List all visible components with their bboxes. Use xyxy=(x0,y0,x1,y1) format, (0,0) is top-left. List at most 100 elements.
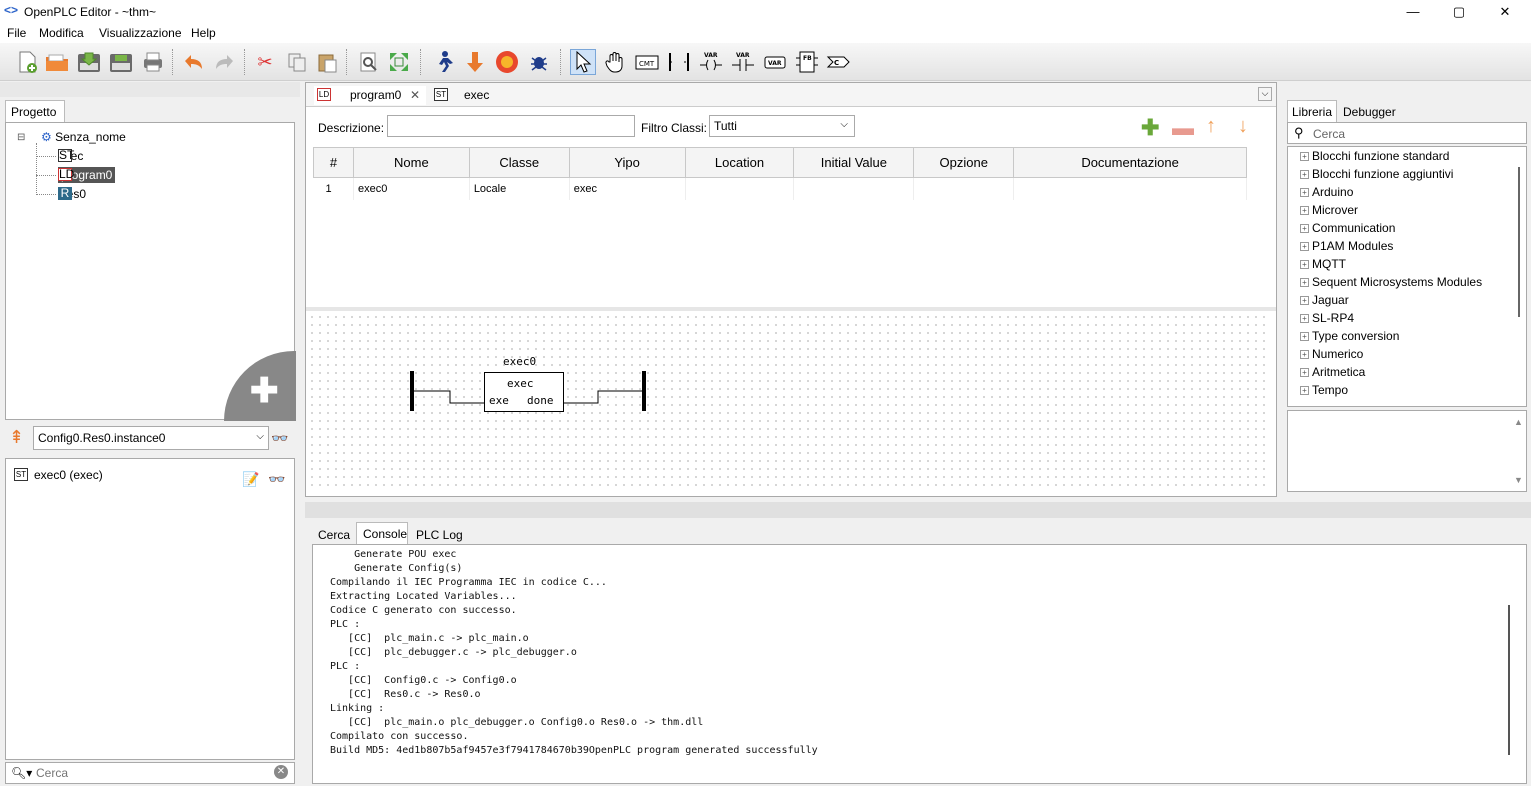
variable-coil-icon[interactable]: VAR xyxy=(698,49,724,75)
expand-icon[interactable]: + xyxy=(1300,188,1309,198)
add-element-button[interactable]: ✚ xyxy=(224,351,296,421)
search-icon[interactable]: 🔍︎▾ xyxy=(11,766,33,780)
left-power-rail[interactable] xyxy=(410,371,414,411)
table-row[interactable]: 1 exec0 Locale exec xyxy=(313,177,1247,200)
menu-file[interactable]: File xyxy=(7,26,27,40)
tab-console[interactable]: Console xyxy=(356,522,408,544)
expand-icon[interactable]: + xyxy=(1300,224,1309,234)
library-item[interactable]: +MQTT xyxy=(1300,257,1346,271)
right-power-rail[interactable] xyxy=(642,371,646,411)
minimize-button[interactable]: — xyxy=(1406,4,1420,19)
library-item[interactable]: +Aritmetica xyxy=(1300,365,1365,379)
library-search[interactable]: ⚲ Cerca xyxy=(1287,122,1527,144)
scroll-down-icon[interactable]: ▼ xyxy=(1514,475,1523,485)
tabs-dropdown-icon[interactable]: ⌵ xyxy=(1258,87,1272,101)
variable-icon[interactable]: VAR xyxy=(762,49,788,75)
library-item[interactable]: +Type conversion xyxy=(1300,329,1399,343)
function-block-icon[interactable]: FB xyxy=(794,49,820,75)
clear-search-icon[interactable]: ✕ xyxy=(274,765,288,779)
expand-icon[interactable]: + xyxy=(1300,386,1309,396)
expand-icon[interactable]: + xyxy=(1300,170,1309,180)
tab-program0[interactable]: LD program0 ✕ xyxy=(314,86,426,105)
column-header[interactable]: Nome xyxy=(352,147,470,178)
redo-icon[interactable] xyxy=(212,49,238,75)
function-block[interactable]: exec exe done xyxy=(484,372,564,412)
cut-icon[interactable]: ✂ xyxy=(257,51,273,72)
find-icon[interactable] xyxy=(356,49,382,75)
description-input[interactable] xyxy=(387,115,635,137)
tab-cerca[interactable]: Cerca xyxy=(318,528,351,542)
scroll-up-icon[interactable]: ▲ xyxy=(1514,417,1523,427)
library-item[interactable]: +Blocchi funzione aggiuntivi xyxy=(1300,167,1453,181)
library-item[interactable]: +Tempo xyxy=(1300,383,1348,397)
library-item[interactable]: +SL-RP4 xyxy=(1300,311,1354,325)
column-header[interactable]: Opzione xyxy=(913,147,1015,178)
download-icon[interactable] xyxy=(462,49,488,75)
expand-icon[interactable]: + xyxy=(1300,368,1309,378)
expand-icon[interactable]: + xyxy=(1300,242,1309,252)
tree-item-program0[interactable]: LD program0 xyxy=(58,167,116,183)
tab-exec[interactable]: ST exec xyxy=(434,88,490,102)
library-item[interactable]: +Sequent Microsystems Modules xyxy=(1300,275,1482,289)
menu-modifica[interactable]: Modifica xyxy=(39,26,84,40)
expand-icon[interactable]: + xyxy=(1300,314,1309,324)
close-button[interactable]: ✕ xyxy=(1499,4,1511,19)
expand-icon[interactable]: + xyxy=(1300,350,1309,360)
library-item[interactable]: +Microver xyxy=(1300,203,1358,217)
hand-icon[interactable] xyxy=(602,49,628,75)
debug-glasses-icon[interactable]: 👓 xyxy=(268,471,286,487)
expand-icon[interactable]: + xyxy=(1300,296,1309,306)
project-root[interactable]: ⚙ Senza_nome xyxy=(41,130,126,144)
maximize-button[interactable]: ▢ xyxy=(1452,4,1466,19)
instance-item[interactable]: exec0 (exec) xyxy=(34,468,103,482)
tree-item-res0[interactable]: R Res0 xyxy=(58,186,87,201)
library-item[interactable]: +Numerico xyxy=(1300,347,1363,361)
tab-libreria[interactable]: Libreria xyxy=(1287,100,1337,122)
move-up-button[interactable]: ↑ xyxy=(1206,115,1216,137)
fullscreen-icon[interactable] xyxy=(386,49,412,75)
copy-icon[interactable] xyxy=(284,49,310,75)
console-scrollbar[interactable] xyxy=(1508,605,1510,755)
expand-icon[interactable]: + xyxy=(1300,260,1309,270)
pointer-icon[interactable] xyxy=(570,49,596,75)
expand-icon[interactable]: + xyxy=(1300,152,1309,162)
column-header[interactable]: Initial Value xyxy=(793,147,915,178)
tree-item-exec[interactable]: ST exec xyxy=(58,149,83,163)
stop-icon[interactable] xyxy=(494,49,520,75)
expand-icon[interactable]: + xyxy=(1300,278,1309,288)
remove-variable-button[interactable]: ▬ xyxy=(1172,115,1194,140)
library-item[interactable]: +Blocchi funzione standard xyxy=(1300,149,1449,163)
expand-icon[interactable]: + xyxy=(1300,206,1309,216)
menu-visualizzazione[interactable]: Visualizzazione xyxy=(99,26,182,40)
column-header[interactable]: Location xyxy=(684,147,795,178)
tab-progetto[interactable]: Progetto xyxy=(5,100,65,122)
run-icon[interactable] xyxy=(430,49,456,75)
library-item[interactable]: +Jaguar xyxy=(1300,293,1349,307)
save-as-icon[interactable] xyxy=(108,49,134,75)
class-filter-select[interactable]: Tutti ⌵ xyxy=(709,115,855,137)
tab-plc-log[interactable]: PLC Log xyxy=(416,528,463,542)
edit-icon[interactable]: 📝 xyxy=(242,471,260,487)
comment-icon[interactable]: CMT xyxy=(634,49,660,75)
collapse-icon[interactable]: ⊟ xyxy=(17,132,26,143)
ladder-canvas[interactable]: exec0 exec exe done xyxy=(308,313,1270,489)
save-icon[interactable] xyxy=(76,49,102,75)
close-tab-icon[interactable]: ✕ xyxy=(410,88,421,102)
undo-icon[interactable] xyxy=(180,49,206,75)
open-folder-icon[interactable] xyxy=(44,49,70,75)
paste-icon[interactable] xyxy=(314,49,340,75)
menu-help[interactable]: Help xyxy=(191,26,216,40)
debug-glasses-icon[interactable]: 👓 xyxy=(271,430,289,446)
instance-select[interactable]: Config0.Res0.instance0 ⌵ xyxy=(33,426,269,450)
add-variable-button[interactable]: ✚ xyxy=(1141,115,1160,140)
connection-icon[interactable]: C xyxy=(824,49,850,75)
tab-debugger[interactable]: Debugger xyxy=(1343,105,1396,119)
column-header[interactable]: Documentazione xyxy=(1013,147,1247,178)
contact-icon[interactable] xyxy=(666,49,692,75)
library-item[interactable]: +Communication xyxy=(1300,221,1395,235)
new-file-icon[interactable] xyxy=(14,49,40,75)
library-item[interactable]: +P1AM Modules xyxy=(1300,239,1393,253)
variable-contact-icon[interactable]: VAR xyxy=(730,49,756,75)
column-header[interactable]: Classe xyxy=(468,147,570,178)
column-header[interactable]: Yipo xyxy=(568,147,686,178)
